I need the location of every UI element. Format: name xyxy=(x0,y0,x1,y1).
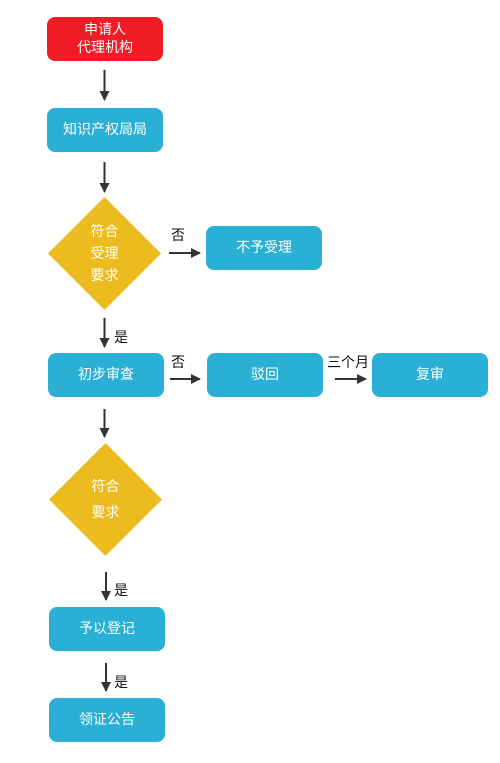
decision-requirements-line2: 要求 xyxy=(91,504,120,521)
edge-label-yes-2: 是 xyxy=(114,583,128,599)
process-node-announcement: 领证公告 xyxy=(49,698,165,742)
process-node-ip-office-label: 知识产权局局 xyxy=(63,122,147,138)
decision-requirements-line1: 符合 xyxy=(91,478,120,495)
start-node-line2: 代理机构 xyxy=(77,40,133,56)
decision-node-requirements-shape xyxy=(49,443,162,556)
process-node-not-accepted-label: 不予受理 xyxy=(236,240,292,256)
decision-accept-line2: 受理 xyxy=(90,245,119,262)
process-node-registration: 予以登记 xyxy=(49,607,165,651)
start-node-line1: 申请人 xyxy=(84,22,126,38)
process-node-preliminary-label: 初步审查 xyxy=(78,367,134,383)
edge-label-three-months: 三个月 xyxy=(327,355,369,371)
edge-label-yes-1: 是 xyxy=(114,330,128,346)
edge-label-no-1: 否 xyxy=(171,228,185,244)
process-node-ip-office: 知识产权局局 xyxy=(47,108,163,152)
process-node-rejected: 驳回 xyxy=(207,353,323,397)
process-node-not-accepted: 不予受理 xyxy=(206,226,322,270)
edge-label-no-2: 否 xyxy=(171,355,185,371)
process-node-preliminary: 初步审查 xyxy=(48,353,164,397)
edge-label-yes-3: 是 xyxy=(114,675,128,691)
decision-node-requirements: 符合 要求 xyxy=(49,443,162,556)
process-node-reexamination-label: 复审 xyxy=(416,367,444,383)
decision-node-accept: 符合 受理 要求 xyxy=(48,197,161,310)
decision-accept-line3: 要求 xyxy=(90,267,119,284)
decision-accept-line1: 符合 xyxy=(90,223,119,240)
start-node-applicant: 申请人 代理机构 xyxy=(47,17,163,61)
decision-node-accept-shape xyxy=(48,197,161,310)
process-node-reexamination: 复审 xyxy=(372,353,488,397)
process-node-registration-label: 予以登记 xyxy=(79,621,135,637)
process-node-rejected-label: 驳回 xyxy=(251,367,279,383)
process-node-announcement-label: 领证公告 xyxy=(79,712,135,728)
